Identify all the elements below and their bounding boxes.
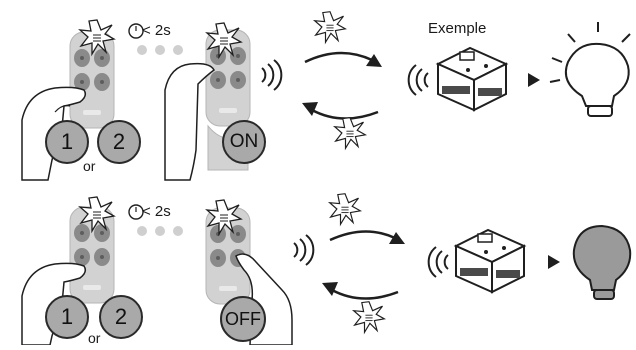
progress-dots [137, 226, 183, 236]
arrow-icon [302, 102, 379, 120]
flash-icon [314, 11, 346, 43]
signal-waves-icon [427, 246, 449, 278]
button-2-badge: 2 [99, 295, 143, 339]
arrow-icon [304, 51, 382, 67]
flash-icon [334, 117, 366, 149]
play-triangle-icon [528, 73, 540, 87]
or-label: or [83, 158, 96, 174]
signal-waves-icon [261, 59, 283, 91]
arrow-icon [329, 230, 405, 244]
timer-label: < 2s [142, 203, 171, 220]
relay-module-icon [455, 229, 525, 293]
play-triangle-icon [548, 255, 560, 269]
button-2-badge: 2 [97, 120, 141, 164]
flash-icon [329, 193, 361, 225]
relay-module-icon [437, 47, 507, 111]
progress-dots [137, 45, 183, 55]
flash-icon [353, 301, 385, 333]
timer-icon [128, 204, 144, 220]
off-button-badge: OFF [220, 296, 266, 342]
or-label: or [88, 330, 101, 346]
signal-waves-icon [407, 64, 429, 96]
light-bulb-off-icon [572, 224, 632, 300]
signal-waves-icon [293, 234, 315, 266]
button-1-badge: 1 [45, 295, 89, 339]
on-button-badge: ON [222, 120, 266, 164]
light-bulb-icon [549, 22, 631, 117]
hand-icon [235, 253, 293, 346]
hand-icon [164, 62, 215, 181]
example-label: Exemple [428, 20, 487, 37]
button-1-badge: 1 [45, 120, 89, 164]
timer-icon [128, 23, 144, 39]
timer-label: < 2s [142, 22, 171, 39]
arrow-icon [322, 282, 399, 300]
